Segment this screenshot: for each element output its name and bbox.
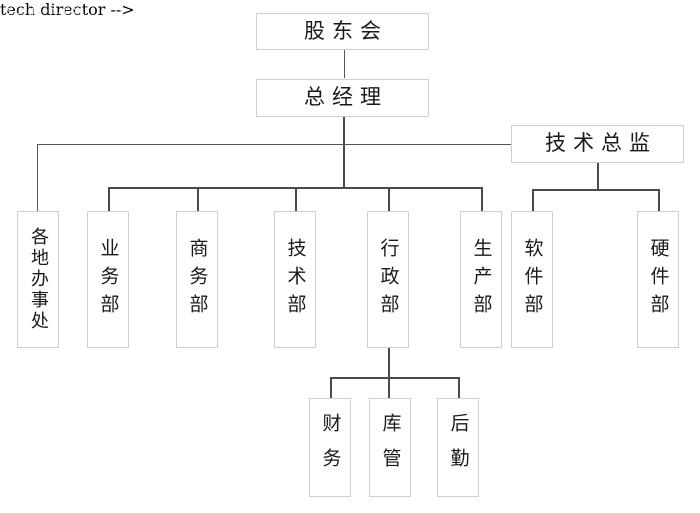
node-software-dept[interactable]: 软件部 [511,211,553,348]
node-shareholders-label: 股东会 [304,18,388,43]
node-technology-dept[interactable]: 技术部 [274,211,316,348]
connector-drop-production [481,187,483,211]
connector-gm-trunk [343,116,345,188]
node-admin-dept-label: 行政部 [377,237,400,322]
node-production-dept-label: 生产部 [470,237,493,322]
connector-techdirector-trunk [597,163,599,190]
node-hardware-dept[interactable]: 硬件部 [637,211,679,348]
node-general-manager-label: 总经理 [304,85,388,110]
connector-drop-logistics [458,377,460,398]
connector-drop-commerce [197,187,199,211]
connector-bus-techdirector [532,189,660,191]
node-finance-label: 财务 [319,412,342,483]
connector-drop-hardware [658,189,660,211]
connector-shareholders-to-gm [344,49,345,78]
connector-drop-software [532,189,534,211]
node-tech-director-label: 技术总监 [545,131,657,156]
node-commerce-dept-label: 商务部 [186,237,209,322]
node-business-dept[interactable]: 业务部 [87,211,129,348]
node-business-dept-label: 业务部 [97,237,120,322]
node-logistics[interactable]: 后勤 [437,398,479,497]
node-production-dept[interactable]: 生产部 [460,211,502,348]
node-tech-director[interactable]: 技术总监 [511,125,684,163]
connector-bus-upper-left [37,144,344,145]
node-regional-offices-label: 各地办事处 [28,227,49,332]
node-logistics-label: 后勤 [447,412,470,483]
node-shareholders[interactable]: 股东会 [256,13,429,50]
node-warehouse[interactable]: 库管 [369,398,411,497]
connector-drop-admin [388,187,390,211]
node-commerce-dept[interactable]: 商务部 [176,211,218,348]
node-general-manager[interactable]: 总经理 [256,79,429,117]
node-regional-offices[interactable]: 各地办事处 [17,211,59,348]
connector-drop-finance [330,377,332,398]
connector-drop-business [108,187,110,211]
connector-drop-technology [295,187,297,211]
connector-bus-upper-right [343,144,512,145]
connector-bus-admin-children [330,377,459,379]
connector-admin-trunk [388,348,390,398]
node-finance[interactable]: 财务 [309,398,351,497]
node-technology-dept-label: 技术部 [284,237,307,322]
node-admin-dept[interactable]: 行政部 [367,211,409,348]
node-software-dept-label: 软件部 [521,237,544,322]
node-hardware-dept-label: 硬件部 [647,237,670,322]
node-warehouse-label: 库管 [379,412,402,483]
connector-drop-regional-offices [37,144,38,211]
watermark-text: singbon.com [6,4,85,17]
